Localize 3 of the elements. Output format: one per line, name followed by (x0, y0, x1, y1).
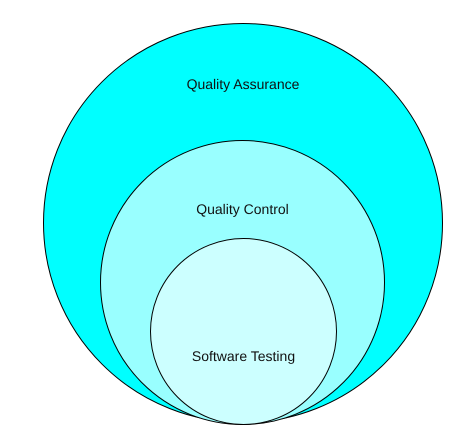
circle-label: Software Testing (192, 348, 296, 364)
circle-label: Quality Control (196, 201, 289, 217)
circle-label: Quality Assurance (186, 76, 300, 92)
